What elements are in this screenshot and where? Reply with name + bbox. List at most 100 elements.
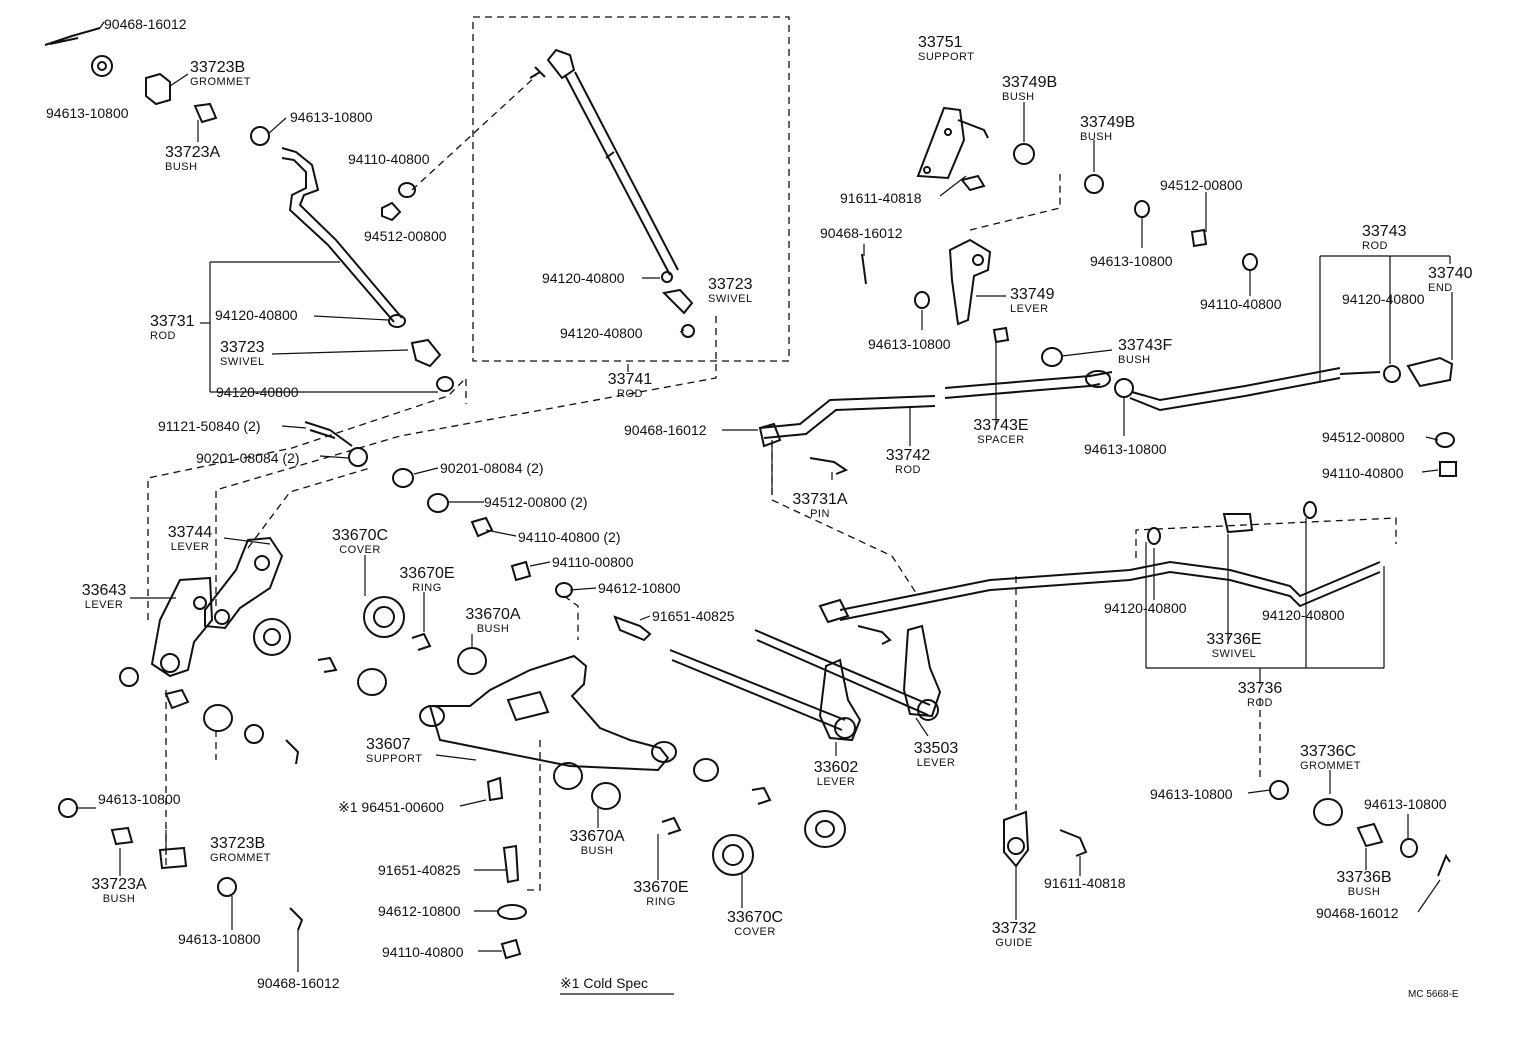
label-33723B-grommet-bottom: 33723B GROMMET [210, 835, 271, 864]
part-number: 33731 [150, 313, 195, 330]
label-94120-40800-d: 94120-40800 [560, 325, 643, 341]
part-number: 33749B [1080, 114, 1136, 131]
rod-detail-box [472, 16, 790, 362]
label-94110-40800-2: 94110-40800 (2) [518, 529, 621, 545]
label-33723-swivel-left: 33723 SWIVEL [220, 339, 265, 368]
part-number: 33736 [1237, 680, 1283, 697]
part-desc: BUSH [476, 622, 510, 635]
label-90201-08084-b: 90201-08084 (2) [440, 460, 544, 476]
shafts-33503-33602 [669, 624, 942, 742]
label-33670A-bush-b: 33670A BUSH [562, 828, 632, 857]
footnote-cold-spec: ※1 Cold Spec [560, 975, 648, 991]
part-desc: COVER [734, 925, 776, 938]
label-33742-rod: 33742 ROD [878, 447, 938, 476]
label-96451-00600: ※1 96451-00600 [338, 799, 444, 815]
part-desc: RING [412, 581, 442, 594]
label-94110-40800-d: 94110-40800 [1200, 296, 1282, 312]
part-desc: BUSH [1347, 885, 1381, 898]
label-33723A-bush-top: 33723A BUSH [165, 144, 220, 173]
rod-33741-drawing [529, 48, 695, 338]
part-desc: BUSH [165, 160, 198, 173]
part-number: 33743E [973, 417, 1029, 434]
part-number: 33670A [569, 828, 625, 845]
part-number: 33731A [792, 491, 848, 508]
part-desc: GROMMET [210, 851, 271, 864]
label-33723B-grommet-top: 33723B GROMMET [190, 59, 251, 88]
label-90201-08084-a: 90201-08084 (2) [196, 450, 300, 466]
part-number: 33670A [465, 606, 521, 623]
label-33743F-bush: 33743F BUSH [1118, 337, 1173, 366]
label-33731A-pin: 33731A PIN [782, 491, 858, 520]
label-94613-10800-bottom-right: 94613-10800 [1150, 786, 1233, 802]
part-number: 33732 [991, 920, 1037, 937]
part-desc: SWIVEL [708, 292, 753, 305]
label-94613-10800-bottom-left-2: 94613-10800 [178, 931, 261, 947]
part-number: 33670E [633, 879, 689, 896]
part-desc: GUIDE [995, 936, 1033, 949]
label-33602-lever: 33602 LEVER [806, 759, 866, 788]
part-number: 33602 [813, 759, 859, 776]
label-33740-end: 33740 END [1428, 265, 1473, 294]
part-number: 33749 [1010, 286, 1055, 303]
label-90468-16012-bottom-left: 90468-16012 [257, 975, 340, 991]
part-desc: SWIVEL [1211, 647, 1257, 660]
label-94120-40800-a: 94120-40800 [215, 307, 298, 323]
part-desc: SPACER [977, 433, 1025, 446]
label-90468-16012-bottom-right: 90468-16012 [1316, 905, 1399, 921]
part-desc: SUPPORT [366, 752, 423, 765]
part-desc: GROMMET [190, 75, 251, 88]
label-33607-support: 33607 SUPPORT [366, 736, 423, 765]
label-94120-40800-f: 94120-40800 [1104, 600, 1187, 616]
label-94613-10800-top-left: 94613-10800 [46, 105, 129, 121]
label-33670A-bush-a: 33670A BUSH [458, 606, 528, 635]
label-33744-lever: 33744 LEVER [160, 524, 220, 553]
levers-33744-33643 [119, 536, 387, 765]
label-33723-swivel-center: 33723 SWIVEL [708, 276, 753, 305]
part-desc: GROMMET [1300, 759, 1361, 772]
part-desc: LEVER [916, 756, 956, 769]
part-number: 33670C [726, 909, 784, 926]
part-desc: ROD [617, 387, 643, 400]
part-number: 33751 [918, 34, 963, 51]
label-94512-00800-a: 94512-00800 [364, 228, 447, 244]
part-number: 33723B [210, 835, 266, 852]
part-desc: ROD [150, 329, 176, 342]
part-desc: SUPPORT [918, 50, 975, 63]
part-desc: BUSH [1002, 90, 1035, 103]
label-94613-10800-top-2: 94613-10800 [290, 109, 373, 125]
label-91651-40825-b: 91651-40825 [378, 862, 461, 878]
part-number: 33607 [366, 736, 411, 753]
support-33751-drawing [861, 106, 1258, 326]
label-33731-rod: 33731 ROD [150, 313, 195, 342]
part-desc: ROD [895, 463, 921, 476]
label-94120-40800-c: 94120-40800 [542, 270, 625, 286]
label-91651-40825-a: 91651-40825 [652, 608, 735, 624]
part-number: 33749B [1002, 74, 1058, 91]
label-94120-40800-g: 94120-40800 [1262, 607, 1345, 623]
part-number: 33744 [167, 524, 213, 541]
part-desc: BUSH [1080, 130, 1113, 143]
label-94110-40800-c: 94110-40800 [382, 944, 464, 960]
label-33751-support: 33751 SUPPORT [918, 34, 975, 63]
label-33749-lever: 33749 LEVER [1010, 286, 1055, 315]
label-90468-16012-right: 90468-16012 [624, 422, 707, 438]
part-desc: BUSH [102, 892, 136, 905]
label-94613-10800-right: 94613-10800 [1084, 441, 1167, 457]
label-33670E-ring-a: 33670E RING [394, 565, 460, 594]
part-number: 33643 [81, 582, 127, 599]
part-desc: ROD [1247, 696, 1273, 709]
label-94612-10800-a: 94612-10800 [598, 580, 681, 596]
part-number: 33743F [1118, 337, 1173, 354]
label-33503-lever: 33503 LEVER [906, 740, 966, 769]
label-94613-10800-mid-2: 94613-10800 [868, 336, 951, 352]
label-33741-rod: 33741 ROD [600, 371, 660, 400]
label-94110-40800-e: 94110-40800 [1322, 465, 1404, 481]
drawing-code: MC 5668-E [1408, 989, 1459, 1000]
part-number: 33736C [1300, 743, 1357, 760]
part-number: 33723A [91, 876, 147, 893]
label-33736E-swivel: 33736E SWIVEL [1196, 631, 1272, 660]
label-94110-00800: 94110-00800 [552, 554, 634, 570]
part-number: 33736B [1336, 869, 1392, 886]
